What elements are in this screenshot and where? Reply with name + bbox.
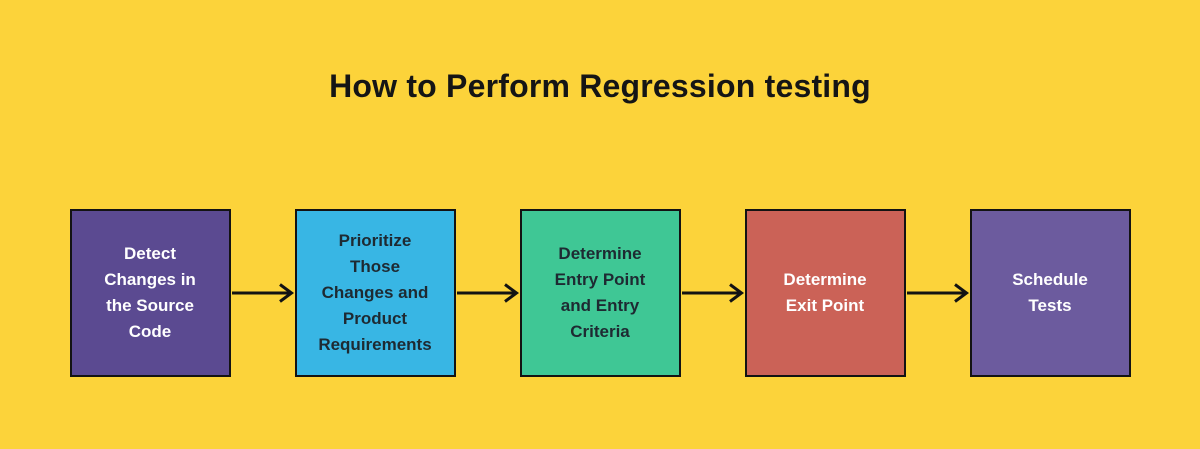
- right-arrow-icon: [231, 283, 294, 303]
- right-arrow-icon: [681, 283, 744, 303]
- step-label: Determine Entry Point and Entry Criteria: [554, 244, 646, 341]
- diagram-title: How to Perform Regression testing: [329, 68, 871, 104]
- step-box-detect-changes: Detect Changes in the Source Code: [69, 209, 231, 377]
- step-label: Detect Changes in the Source Code: [104, 244, 196, 341]
- step-box-exit-point: Determine Exit Point: [744, 209, 906, 377]
- step-box-entry-point: Determine Entry Point and Entry Criteria: [519, 209, 681, 377]
- right-arrow-icon: [906, 283, 969, 303]
- step-label: Prioritize Those Changes and Product Req…: [318, 231, 432, 354]
- right-arrow-icon: [456, 283, 519, 303]
- step-label: Determine Exit Point: [783, 270, 867, 315]
- step-box-prioritize-changes: Prioritize Those Changes and Product Req…: [294, 209, 456, 377]
- step-label: Schedule Tests: [1012, 270, 1088, 315]
- flow-row: Detect Changes in the Source Code Priori…: [0, 209, 1200, 377]
- step-box-schedule-tests: Schedule Tests: [969, 209, 1131, 377]
